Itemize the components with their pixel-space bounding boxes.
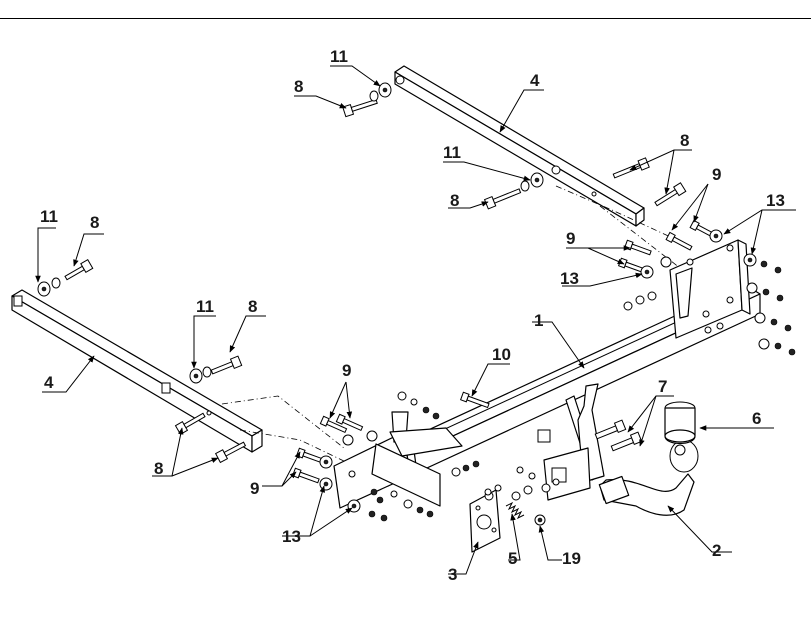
callout-2: 2	[712, 541, 721, 560]
callout-11-far-left: 11	[40, 207, 58, 226]
left-mount-plate	[333, 411, 463, 509]
callout-9-left-mid: 9	[342, 361, 351, 380]
washers-and-nuts	[37, 82, 796, 522]
callout-8-left-mid: 8	[248, 297, 257, 316]
ball-cover	[664, 401, 696, 445]
ball-mount-carrier	[537, 383, 605, 501]
callout-5: 5	[508, 549, 517, 568]
leader-lines	[35, 65, 796, 575]
callout-4-upper: 4	[530, 71, 540, 90]
callout-11-top: 11	[330, 47, 348, 66]
callout-19: 19	[562, 549, 581, 568]
callout-8-mid: 8	[450, 191, 459, 210]
callout-8-upper-right: 8	[680, 131, 689, 150]
towball-neck	[598, 439, 699, 516]
right-mount-plate	[669, 239, 751, 339]
callout-13-upper-right: 13	[766, 191, 785, 210]
callout-8-top: 8	[294, 77, 303, 96]
callout-3: 3	[448, 565, 457, 584]
spring-and-nut	[505, 501, 546, 526]
callout-labels: 11 8 4 11 8 8 9 13 9 13 11 8 11 8 4 8 9 …	[40, 47, 785, 584]
callout-11-mid: 11	[443, 143, 461, 162]
callout-7: 7	[658, 377, 667, 396]
callout-13-middle-right: 13	[560, 269, 579, 288]
socket-plate	[469, 489, 501, 553]
callout-13-lower-left: 13	[282, 527, 301, 546]
top-rule	[0, 18, 811, 19]
callout-10: 10	[492, 345, 511, 364]
callout-11-left-mid: 11	[196, 297, 214, 316]
callout-9-lower-left: 9	[250, 479, 259, 498]
side-bracket-upper	[394, 65, 645, 227]
callout-1: 1	[534, 311, 543, 330]
callout-4-left: 4	[44, 373, 54, 392]
bolts	[64, 98, 687, 464]
callout-8-lower-left: 8	[154, 459, 163, 478]
side-bracket-left	[11, 289, 263, 453]
assembly-lines	[221, 185, 691, 463]
callout-6: 6	[752, 409, 761, 428]
mounting-bolts	[291, 219, 717, 484]
callout-9-upper-right: 9	[712, 165, 721, 184]
callout-8-far-left: 8	[90, 213, 99, 232]
callout-9-middle-right: 9	[566, 229, 575, 248]
